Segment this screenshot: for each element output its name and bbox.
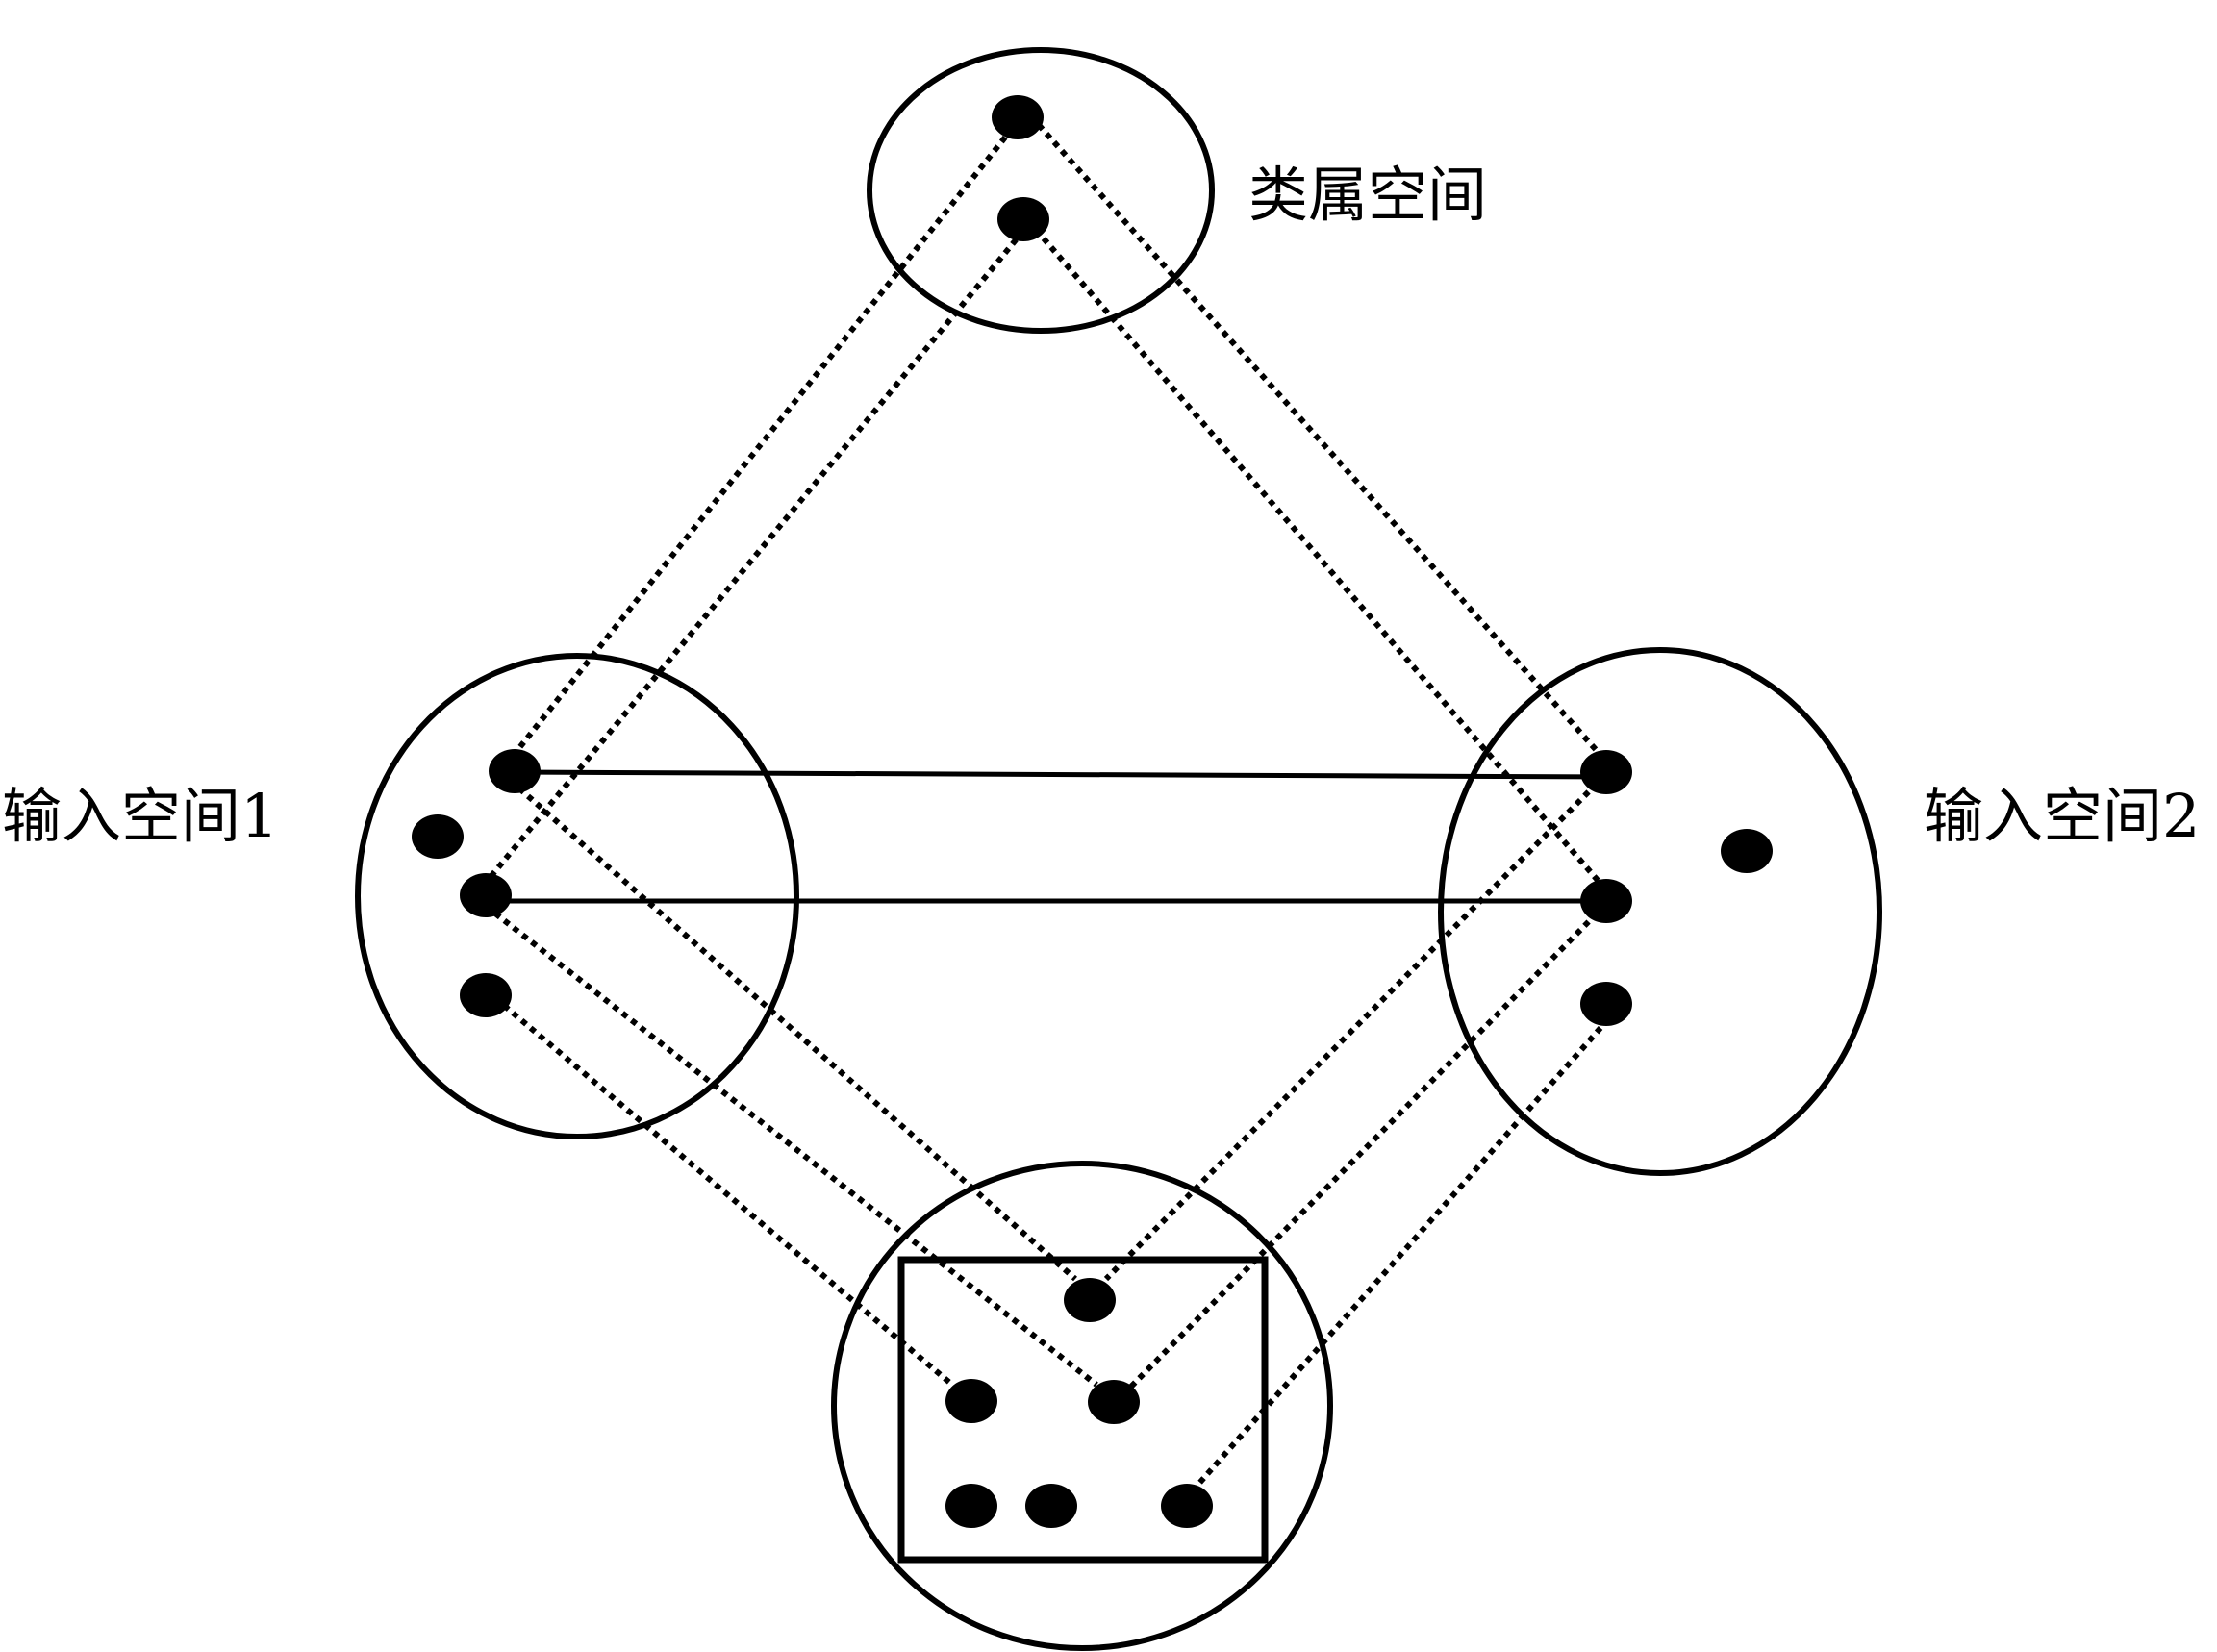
element-dot (1580, 750, 1632, 794)
element-dot (1064, 1278, 1116, 1322)
projection-line (517, 786, 1077, 1282)
element-dot (945, 1379, 997, 1423)
element-dot (489, 749, 541, 793)
element-dot (1025, 1484, 1077, 1528)
input-space-1-label: 输入空间1 (2, 781, 279, 851)
element-dot (1580, 982, 1632, 1026)
projection-line (1036, 123, 1602, 756)
input-space-1-circle (355, 653, 799, 1139)
element-dot (945, 1484, 997, 1528)
generic-space-circle (867, 47, 1215, 334)
projection-line (1103, 781, 1600, 1282)
element-dot (412, 814, 464, 859)
projection-line (1041, 237, 1604, 887)
blended-space-circle (831, 1161, 1333, 1651)
element-dot (1088, 1380, 1140, 1424)
cross-space-mapping-line (514, 769, 1605, 780)
projection-lines (483, 117, 1611, 1490)
projection-line (1122, 911, 1600, 1395)
projection-line (1192, 1017, 1611, 1490)
projection-line (493, 995, 954, 1388)
element-dot (460, 973, 512, 1017)
projection-line (512, 117, 1022, 756)
element-dot (992, 95, 1044, 139)
element-dot (1580, 879, 1632, 923)
element-dot (1721, 829, 1773, 873)
projection-line (483, 229, 1026, 885)
generic-space-label: 类属空间 (1248, 160, 1488, 230)
input-space-2-label: 输入空间2 (1924, 781, 2201, 851)
element-dot (997, 197, 1049, 241)
projection-line (493, 911, 1098, 1388)
input-space-2-circle (1438, 647, 1882, 1176)
element-dot (460, 873, 512, 917)
element-dot (1161, 1484, 1213, 1528)
